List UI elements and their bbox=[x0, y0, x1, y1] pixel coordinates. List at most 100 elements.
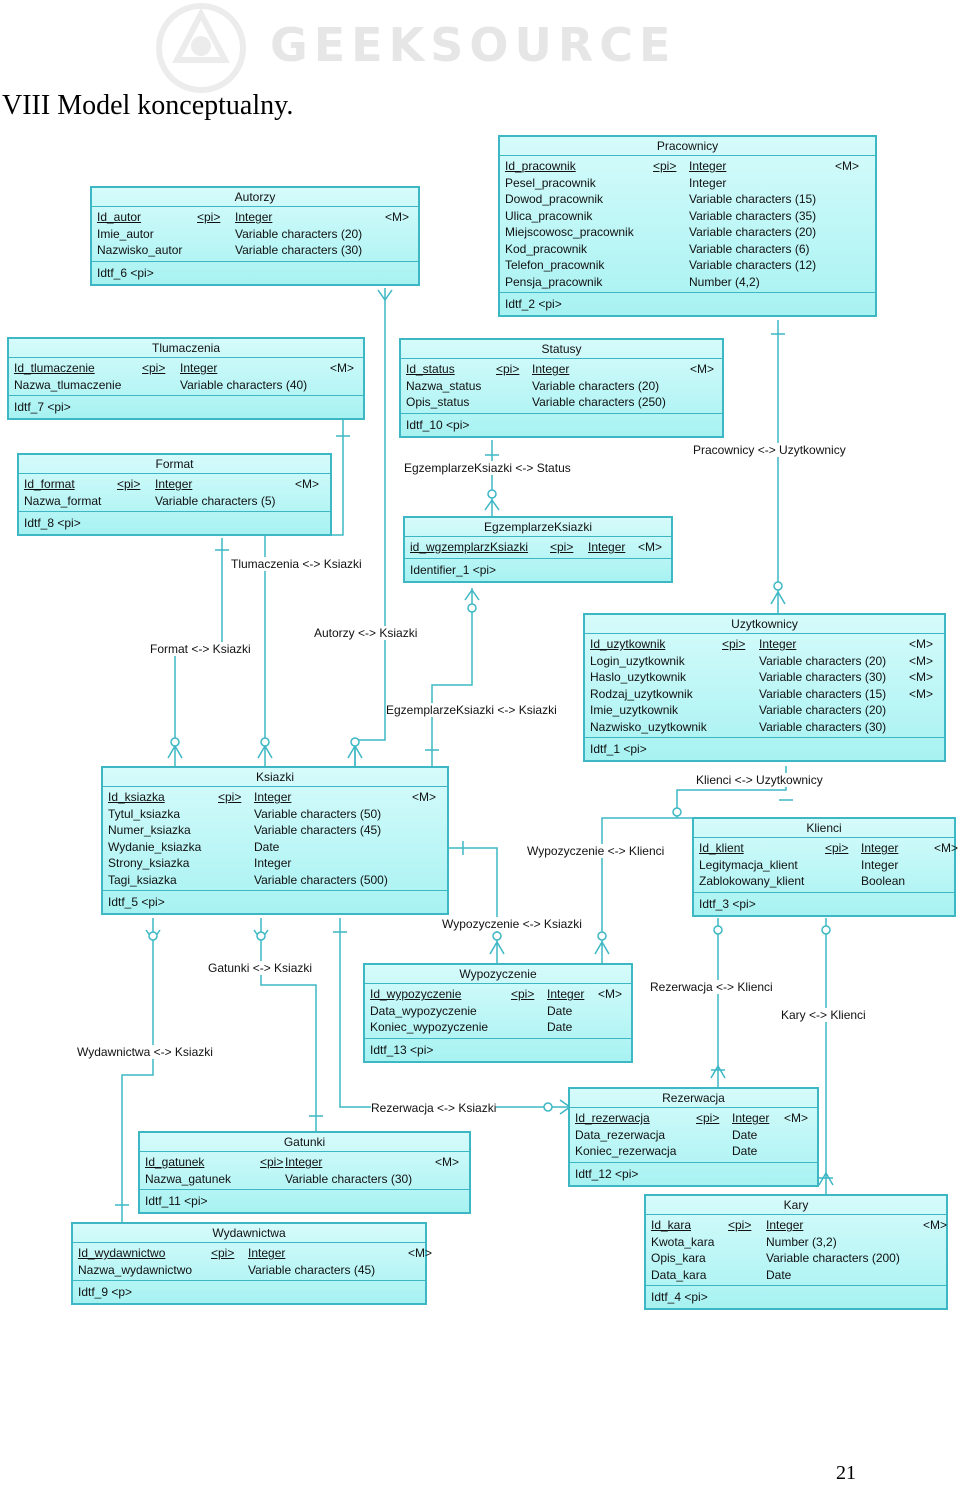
attribute-pi bbox=[218, 872, 254, 889]
attribute-mandatory bbox=[385, 242, 415, 259]
attribute-type: Date bbox=[732, 1127, 758, 1142]
attribute-pi bbox=[511, 1003, 547, 1020]
attribute-type: Integer bbox=[532, 362, 570, 376]
attribute-name: Pensja_pracownik bbox=[505, 274, 603, 289]
entity-identifier: Idtf_2 <pi> bbox=[505, 297, 562, 311]
connector-wyd-ksiazki bbox=[121, 918, 154, 1222]
attribute-pi: <pi> bbox=[722, 637, 746, 651]
attribute-pi bbox=[218, 855, 254, 872]
attribute-pi: <pi> bbox=[653, 159, 677, 173]
attribute-mandatory bbox=[835, 241, 865, 258]
attribute-pi bbox=[653, 257, 689, 274]
attribute-mandatory bbox=[934, 873, 960, 890]
rel-egz-status: EgzemplarzeKsiazki <-> Status bbox=[404, 461, 571, 475]
attribute-mandatory bbox=[784, 1127, 812, 1144]
entity-identifier: Idtf_10 <pi> bbox=[406, 417, 470, 432]
attribute-type: Integer bbox=[248, 1246, 286, 1260]
attribute-row: Id_klient<pi>Integer<M> bbox=[699, 840, 958, 857]
attribute-name: Koniec_rezerwacja bbox=[575, 1144, 677, 1158]
rel-wyp-ksiazki: Wypozyczenie <-> Ksiazki bbox=[442, 917, 582, 931]
connector-egz-ksiazki bbox=[431, 588, 473, 768]
attribute-pi bbox=[117, 493, 155, 510]
attribute-mandatory bbox=[598, 1003, 626, 1020]
attribute-name: Id_klient bbox=[699, 841, 744, 855]
attribute-mandatory: <M> bbox=[412, 790, 437, 804]
entity-attributes: Id_wydawnictwo<pi>Integer<M>Nazwa_wydawn… bbox=[73, 1243, 432, 1281]
rel-klienci-uzyt: Klienci <-> Uzytkownicy bbox=[696, 773, 823, 787]
watermark-text: GEEKSOURCE bbox=[270, 18, 677, 72]
entity-identifier: Identifier_1 <pi> bbox=[410, 562, 497, 577]
attribute-pi: <pi> bbox=[825, 841, 849, 855]
attribute-mandatory bbox=[412, 872, 442, 889]
attribute-type: Variable characters (45) bbox=[248, 1262, 376, 1277]
watermark-emblem-icon bbox=[156, 3, 246, 93]
attribute-type: Date bbox=[547, 1020, 573, 1034]
attribute-pi bbox=[218, 839, 254, 856]
attribute-name: Id_pracownik bbox=[505, 159, 576, 173]
attribute-name: Kod_pracownik bbox=[505, 241, 588, 256]
rel-prac-uzyt: Pracownicy <-> Uzytkownicy bbox=[693, 443, 846, 457]
attribute-row: Id_ksiazka<pi>Integer<M> bbox=[108, 789, 443, 806]
attribute-name: Rodzaj_uzytkownik bbox=[590, 686, 693, 701]
rel-wyd-ksiazki: Wydawnictwa <-> Ksiazki bbox=[77, 1045, 213, 1059]
attribute-type: Integer bbox=[155, 477, 193, 491]
entity-attributes: id_wgzemplarzKsiazki<pi>Integer<M> bbox=[405, 537, 671, 559]
attribute-mandatory bbox=[412, 855, 442, 872]
entity-title: Gatunki bbox=[140, 1133, 469, 1152]
attribute-name: Dowod_pracownik bbox=[505, 192, 604, 206]
attribute-name: Id_gatunek bbox=[145, 1155, 205, 1169]
attribute-row: Id_uzytkownik<pi>Integer<M> bbox=[590, 636, 940, 653]
entity-identifier: Idtf_4 <pi> bbox=[651, 1290, 708, 1304]
attribute-pi bbox=[728, 1250, 766, 1267]
rel-autorzy-ksiazki: Autorzy <-> Ksiazki bbox=[314, 626, 418, 640]
attribute-name: Tytul_ksiazka bbox=[108, 806, 181, 821]
attribute-name: Id_uzytkownik bbox=[590, 637, 666, 651]
attribute-name: Nazwa_gatunek bbox=[145, 1171, 232, 1186]
attribute-mandatory bbox=[412, 822, 442, 839]
attribute-type: Date bbox=[766, 1267, 792, 1282]
attribute-type: Variable characters (20) bbox=[759, 653, 887, 668]
attribute-type: Number (3,2) bbox=[766, 1234, 837, 1249]
watermark-logo bbox=[155, 2, 715, 93]
attribute-type: Variable characters (30) bbox=[235, 243, 363, 257]
attribute-name: Imie_uzytkownik bbox=[590, 703, 679, 717]
attribute-mandatory bbox=[835, 257, 865, 274]
attribute-name: Telefon_pracownik bbox=[505, 258, 605, 272]
attribute-pi bbox=[696, 1127, 732, 1144]
attribute-name: Nazwa_wydawnictwo bbox=[78, 1262, 193, 1277]
attribute-mandatory bbox=[385, 226, 415, 243]
attribute-type: Variable characters (20) bbox=[532, 378, 660, 393]
attribute-row: Id_tlumaczenie<pi>Integer<M> bbox=[14, 360, 359, 377]
attribute-name: Id_format bbox=[24, 477, 75, 491]
attribute-type: Variable characters (200) bbox=[766, 1251, 900, 1265]
